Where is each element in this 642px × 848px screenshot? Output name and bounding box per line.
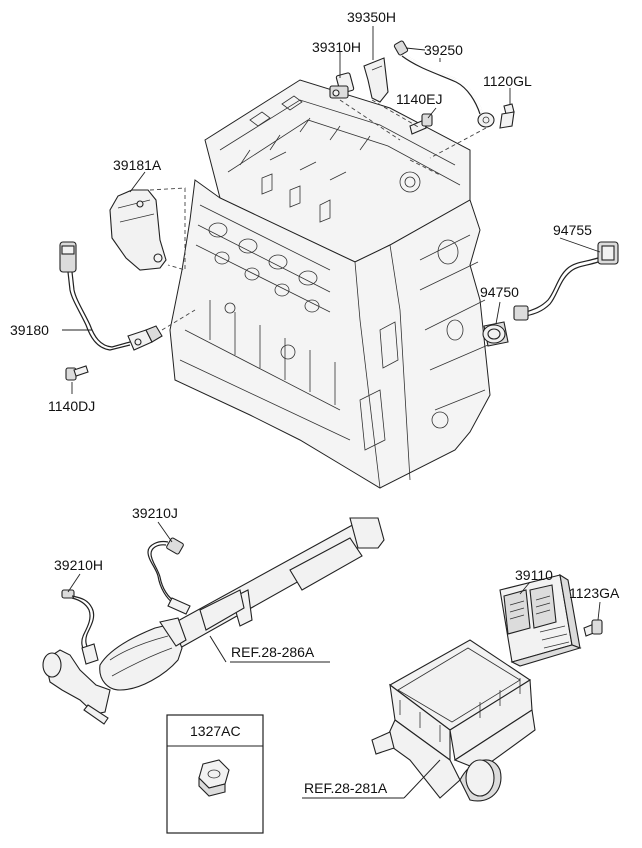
label-1327ac: 1327AC [190, 723, 241, 739]
oxygen-sensor-39210h [61, 589, 99, 665]
part-detail-box-1327ac [166, 714, 264, 834]
label-39181a: 39181A [113, 157, 162, 173]
label-39350h: 39350H [347, 9, 396, 25]
exhaust-pipe [164, 517, 385, 649]
cam-position-sensor-39310h [329, 72, 355, 99]
label-1123ga: 1123GA [569, 585, 620, 601]
catalytic-converter [42, 617, 187, 725]
label-94750: 94750 [480, 284, 519, 300]
label-1140ej: 1140EJ [396, 91, 442, 107]
oil-pressure-harness-94755 [513, 241, 619, 321]
label-1140dj: 1140DJ [48, 398, 95, 414]
oxygen-sensor-39210j [147, 537, 191, 615]
leader-lines [62, 26, 601, 799]
label-ref-28-286a: REF.28-286A [231, 644, 315, 660]
label-39310h: 39310H [312, 39, 361, 55]
label-1120gl: 1120GL [483, 73, 532, 89]
cover-39181a [109, 189, 167, 271]
label-39180: 39180 [10, 322, 49, 338]
crank-position-sensor-39180 [59, 241, 163, 351]
oil-pressure-switch-94750 [482, 321, 509, 347]
label-39210h: 39210H [54, 557, 103, 573]
engine-assembly [169, 79, 491, 489]
bolt-1140ej [409, 113, 433, 135]
label-ref-28-281a: REF.28-281A [304, 780, 388, 796]
air-cleaner-assembly [371, 639, 536, 802]
bolt-1140dj [65, 365, 89, 381]
knock-sensor-39250 [393, 40, 495, 128]
nut-1327ac [198, 759, 230, 797]
label-39210j: 39210J [132, 505, 178, 521]
bolt-1120gl [499, 103, 515, 129]
label-39110: 39110 [515, 567, 553, 583]
bolt-1123ga [583, 619, 603, 637]
ecu-39110 [499, 573, 582, 667]
bracket-39350h [363, 57, 389, 103]
label-94755: 94755 [553, 222, 592, 238]
label-39250: 39250 [424, 42, 463, 58]
